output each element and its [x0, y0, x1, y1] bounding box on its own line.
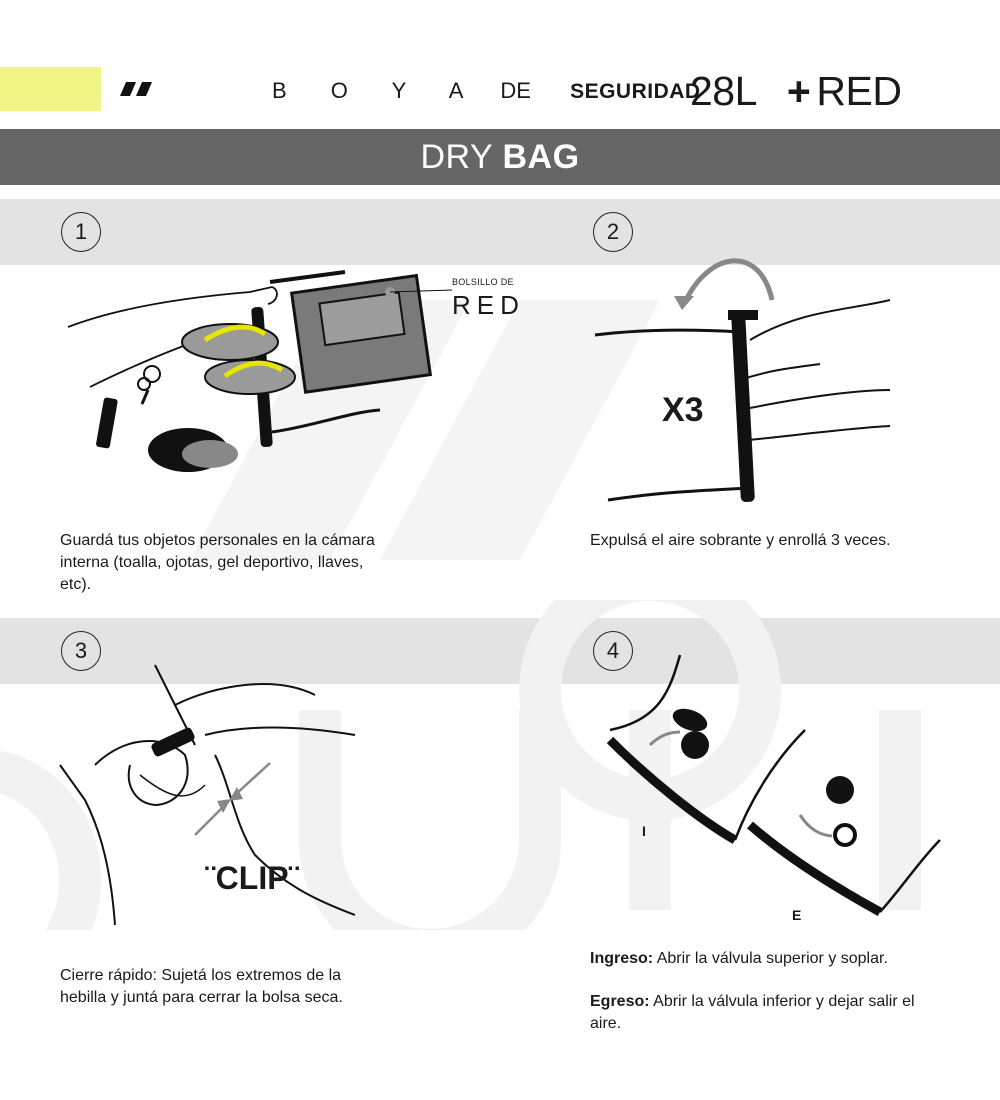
step-1-caption: Guardá tus objetos personales en la cáma… — [60, 532, 375, 593]
step-1-number: 1 — [61, 212, 101, 252]
header-title-de: DE — [500, 78, 531, 103]
step-4-egreso-marker: E — [792, 907, 802, 923]
step-3-illustration — [59, 664, 356, 925]
egreso-label: Egreso: — [590, 993, 650, 1010]
capacity-label: 28L +RED — [690, 68, 902, 115]
ingreso-text: Abrir la válvula superior y soplar. — [653, 950, 888, 967]
egreso-text: Abrir la válvula inferior y dejar salir … — [590, 993, 915, 1032]
brand-logo-icon — [120, 82, 152, 96]
step-2-caption: Expulsá el aire sobrante y enrollá 3 vec… — [590, 532, 891, 549]
dry-bag-banner: DRY BAG — [0, 129, 1000, 185]
step-4-illustration — [606, 654, 941, 916]
header-title-spaced: B O Y A — [272, 78, 482, 103]
step-3-caption: Cierre rápido: Sujetá los extremos de la… — [60, 967, 343, 1006]
banner-bold: BAG — [502, 138, 580, 176]
step-3-number: 3 — [61, 631, 101, 671]
step-4-caption-ingreso: Ingreso: Abrir la válvula superior y sop… — [590, 948, 920, 970]
step-2-number: 2 — [593, 212, 633, 252]
step-3-clip-label: ¨CLIP¨ — [205, 860, 300, 896]
red-label: RED — [816, 68, 902, 114]
step-4-ingreso-marker: I — [642, 823, 646, 839]
step-1-illustration — [67, 270, 453, 472]
step-2-illustration — [594, 258, 891, 502]
plus-sign: + — [786, 68, 811, 114]
header-title-bold: SEGURIDAD — [570, 80, 701, 103]
header-title: B O Y A DE SEGURIDAD — [272, 78, 701, 104]
step-1-red-label: RED — [452, 290, 525, 320]
step-2-x3-label: X3 — [662, 391, 704, 429]
section-strip-top — [0, 199, 1000, 265]
ingreso-label: Ingreso: — [590, 950, 654, 967]
step-4-caption-egreso: Egreso: Abrir la válvula inferior y deja… — [590, 991, 930, 1035]
banner-light: DRY — [420, 138, 493, 176]
header-accent-bar — [0, 67, 101, 111]
step-1-pocket-label: BOLSILLO DE — [452, 277, 514, 287]
capacity-value: 28L — [690, 68, 757, 114]
section-strip-bottom — [0, 618, 1000, 684]
step-4-number: 4 — [593, 631, 633, 671]
